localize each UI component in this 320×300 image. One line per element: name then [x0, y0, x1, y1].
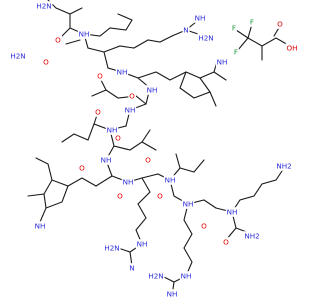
atom-nh-ile2: NH: [183, 200, 194, 209]
atom-f1-tfa: F: [232, 24, 236, 33]
atom-nh2-lys: NH2: [276, 162, 291, 171]
atom-n-arg1-guanidine: N: [183, 26, 188, 35]
atom-n-arg2-guanidine: N: [129, 264, 134, 273]
atom-nh-arg3-guanidine-b: NH: [167, 290, 178, 299]
atom-o-ile2: O: [201, 222, 207, 231]
atom-o-cterm: O: [223, 238, 229, 247]
atom-o-val2: O: [79, 164, 85, 173]
peptide-structure-drawing: H2N O NH H2N O N NH H2N O NH NH O NH O N…: [9, 0, 299, 299]
atom-nh-arg1-guanidine: NH: [195, 14, 206, 23]
atom-nh-arg2-guanidine: NH: [137, 240, 148, 249]
atom-o-gln-amide: O: [43, 58, 49, 67]
atom-f3-tfa: F: [250, 18, 254, 27]
atom-nh-val2: NH: [101, 156, 112, 165]
atom-o-tfa-carbonyl: O: [277, 20, 283, 29]
atom-o-arg2: O: [157, 192, 163, 201]
atom-h2n-arg3-guanidine: H2N: [148, 272, 163, 281]
atom-nh-arg3: NH: [227, 208, 238, 217]
atom-nh-arg2: NH: [165, 176, 176, 185]
atom-nh-arg1: NH: [117, 68, 128, 77]
atom-h2n-arg1-guanidine: H2N: [198, 34, 213, 43]
atom-o-leu: O: [115, 134, 121, 143]
atom-o-arg1: O: [129, 92, 135, 101]
atom-o-gln: O: [97, 72, 103, 81]
atom-nh-trp1: NH: [147, 86, 158, 95]
atom-nh-arg3-guanidine: NH: [181, 272, 192, 281]
atom-nh-trp2-indole: NH: [35, 222, 46, 231]
atom-nh-trp2: NH: [123, 178, 134, 187]
atom-h2n-nterm: H2N: [36, 2, 51, 11]
atom-labels: H2N O NH H2N O N NH H2N O NH NH O NH O N…: [9, 1, 293, 299]
tfa-counterion: O OH F F F: [231, 17, 299, 57]
atom-o-trp1: O: [95, 108, 101, 117]
atom-nh-val1: NH: [79, 30, 90, 39]
atom-nh2-cterm: NH2: [244, 232, 259, 241]
atom-oh-tfa: OH: [286, 44, 297, 53]
atom-h2n-gln-amide: H2N: [10, 52, 25, 61]
atom-o-trp2: O: [117, 192, 123, 201]
atom-nh-ile1: NH: [107, 126, 118, 135]
atom-h2n-arg2-guanidine: H2N: [104, 244, 119, 253]
bond-skeleton: [27, 0, 291, 297]
atom-nh-trp1-indole: NH: [217, 58, 228, 67]
atom-f2-tfa: F: [234, 48, 238, 57]
atom-nh-leu: NH: [125, 106, 136, 115]
structure-canvas: H2N O NH H2N O N NH H2N O NH NH O NH O N…: [9, 0, 299, 299]
atom-o-ile1: O: [145, 156, 151, 165]
atom-o-val1: O: [55, 36, 61, 45]
